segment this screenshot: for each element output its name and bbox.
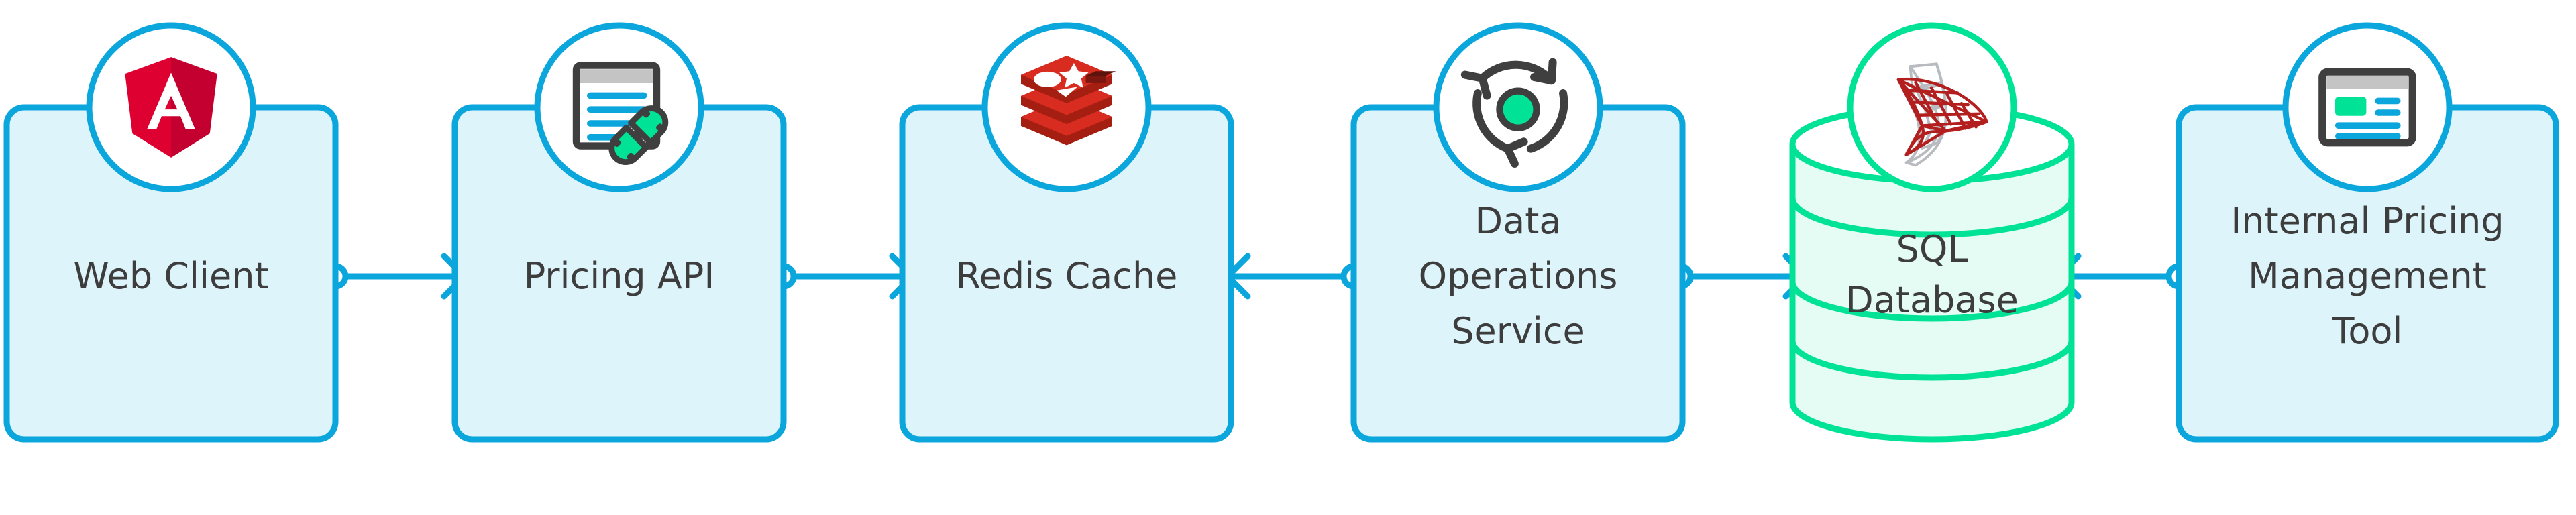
node-label-data-operations-service-line3: Service (1451, 310, 1585, 352)
node-label-sql-database-line1: SQL (1896, 228, 1968, 270)
node-label-redis-cache: Redis Cache (956, 255, 1178, 297)
connection-internal-pricing-management-tool-to-sql-database[interactable] (2055, 253, 2192, 300)
cylinder-band-2 (1789, 281, 2075, 322)
cylinder-band-3 (1789, 340, 2075, 381)
node-label-sql-database-line2: Database (1845, 279, 2019, 321)
node-label-data-operations-service-line2: Operations (1419, 255, 1618, 297)
connection-web-client-to-pricing-api[interactable] (322, 253, 468, 300)
cylinder-band-1 (1789, 197, 2075, 238)
node-pricing-api[interactable]: Pricing API (451, 22, 787, 443)
node-body-sql-database[interactable] (1789, 144, 2075, 443)
node-sql-database[interactable]: SQL Database (1789, 22, 2075, 443)
connection-data-operations-service-to-sql-database[interactable] (1667, 253, 1809, 300)
node-label-internal-pricing-management-tool-line2: Management (2248, 255, 2487, 297)
node-data-operations-service[interactable]: Data Operations Service (1350, 22, 1686, 443)
connection-data-operations-service-to-redis-cache[interactable] (1224, 253, 1367, 300)
node-label-data-operations-service-line1: Data (1475, 200, 1562, 242)
node-label-pricing-api: Pricing API (524, 255, 715, 297)
connection-pricing-api-to-redis-cache[interactable] (770, 253, 916, 300)
node-label-internal-pricing-management-tool-line3: Tool (2332, 310, 2403, 352)
node-label-web-client: Web Client (73, 255, 268, 297)
browser-page-icon (2322, 72, 2412, 143)
node-internal-pricing-management-tool[interactable]: Internal Pricing Management Tool (2176, 22, 2559, 443)
node-label-internal-pricing-management-tool-line1: Internal Pricing (2231, 200, 2504, 242)
node-web-client[interactable]: Web Client (3, 22, 339, 443)
node-redis-cache[interactable]: Redis Cache (899, 22, 1234, 443)
